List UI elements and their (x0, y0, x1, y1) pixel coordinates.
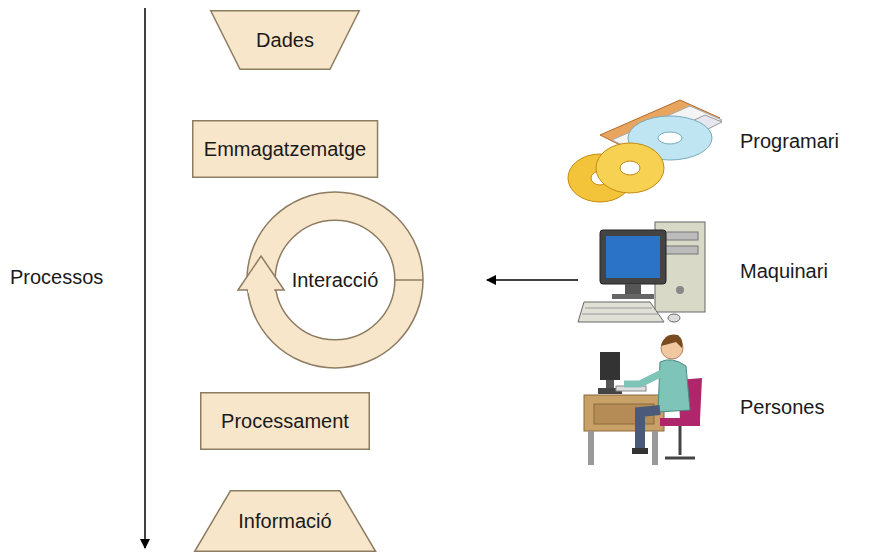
cycle-ring: Interacció (245, 190, 425, 370)
person-icon (584, 334, 702, 465)
node-label: Emmagatzematge (204, 138, 366, 161)
process-axis (144, 8, 146, 548)
component-label: Programari (740, 130, 839, 153)
software-icon (568, 100, 722, 202)
ring-arrow-joint (248, 289, 274, 293)
node-label: Processament (221, 410, 349, 433)
hardware-icon (578, 222, 705, 322)
node-label: Dades (256, 29, 314, 52)
node-shape (193, 121, 378, 178)
node-label: Informació (238, 510, 331, 533)
component-label: Persones (740, 396, 825, 419)
io-trapezoid: Dades (210, 10, 360, 70)
ring-end (395, 279, 423, 281)
process-box: Emmagatzematge (192, 120, 378, 178)
axis-label: Processos (10, 266, 103, 289)
process-box: Processament (200, 392, 370, 450)
io-trapezoid: Informació (194, 490, 376, 552)
node-label: Interacció (292, 269, 379, 292)
pointer-arrow (487, 279, 578, 281)
node-shape (201, 393, 370, 450)
node-shape (195, 491, 376, 551)
node-shape (211, 11, 360, 70)
ring-arrowhead (238, 256, 284, 290)
component-label: Maquinari (740, 260, 828, 283)
